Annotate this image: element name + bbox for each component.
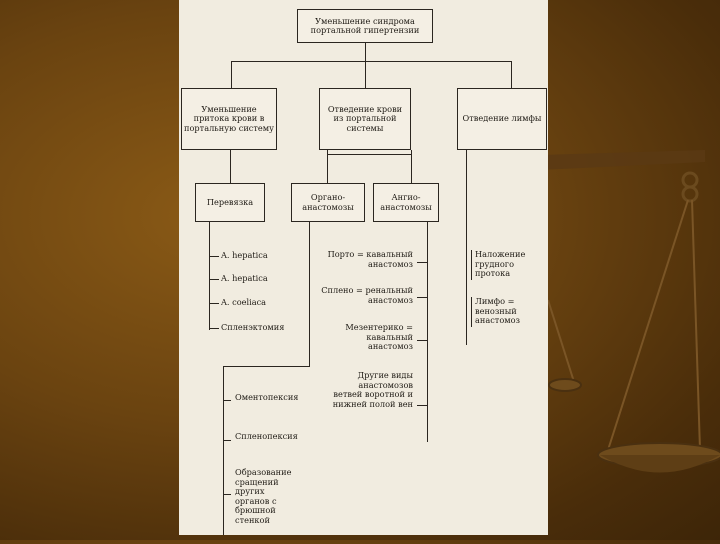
node-divert-blood: Отведение крови из портальной системы [319,88,411,150]
organ-item: Оментопексия [235,393,297,403]
angio-item: Сплено = ренальный анастомоз [305,286,413,305]
root-node: Уменьшение синдрома портальной гипертенз… [297,9,433,43]
organ-item: Спленопексия [235,432,297,442]
ligation-item: A. hepatica [221,274,268,284]
node-divert-lymph: Отведение лимфы [457,88,547,150]
node-ligation: Перевязка [195,183,265,222]
ligation-item: A. hepatica [221,251,268,261]
lymph-item: Наложение грудного протока [475,250,545,279]
node-angio-anastomoses: Ангио-анастомозы [373,183,439,222]
angio-item: Порто = кавальный анастомоз [305,250,413,269]
angio-item: Другие виды анастомозов ветвей воротной … [329,371,413,409]
organ-item: Образование сращений других органов с бр… [235,468,301,526]
lymph-item: Лимфо = венозный анастомоз [475,297,545,326]
node-organ-anastomoses: Органо-анастомозы [291,183,365,222]
ligation-item: A. coeliaca [221,298,266,308]
scanned-page: Уменьшение синдрома портальной гипертенз… [179,0,548,535]
node-reduce-inflow: Уменьшение притока крови в портальную си… [181,88,277,150]
angio-item: Мезентерико = кавальный анастомоз [329,323,413,352]
ligation-item: Спленэктомия [221,323,284,333]
